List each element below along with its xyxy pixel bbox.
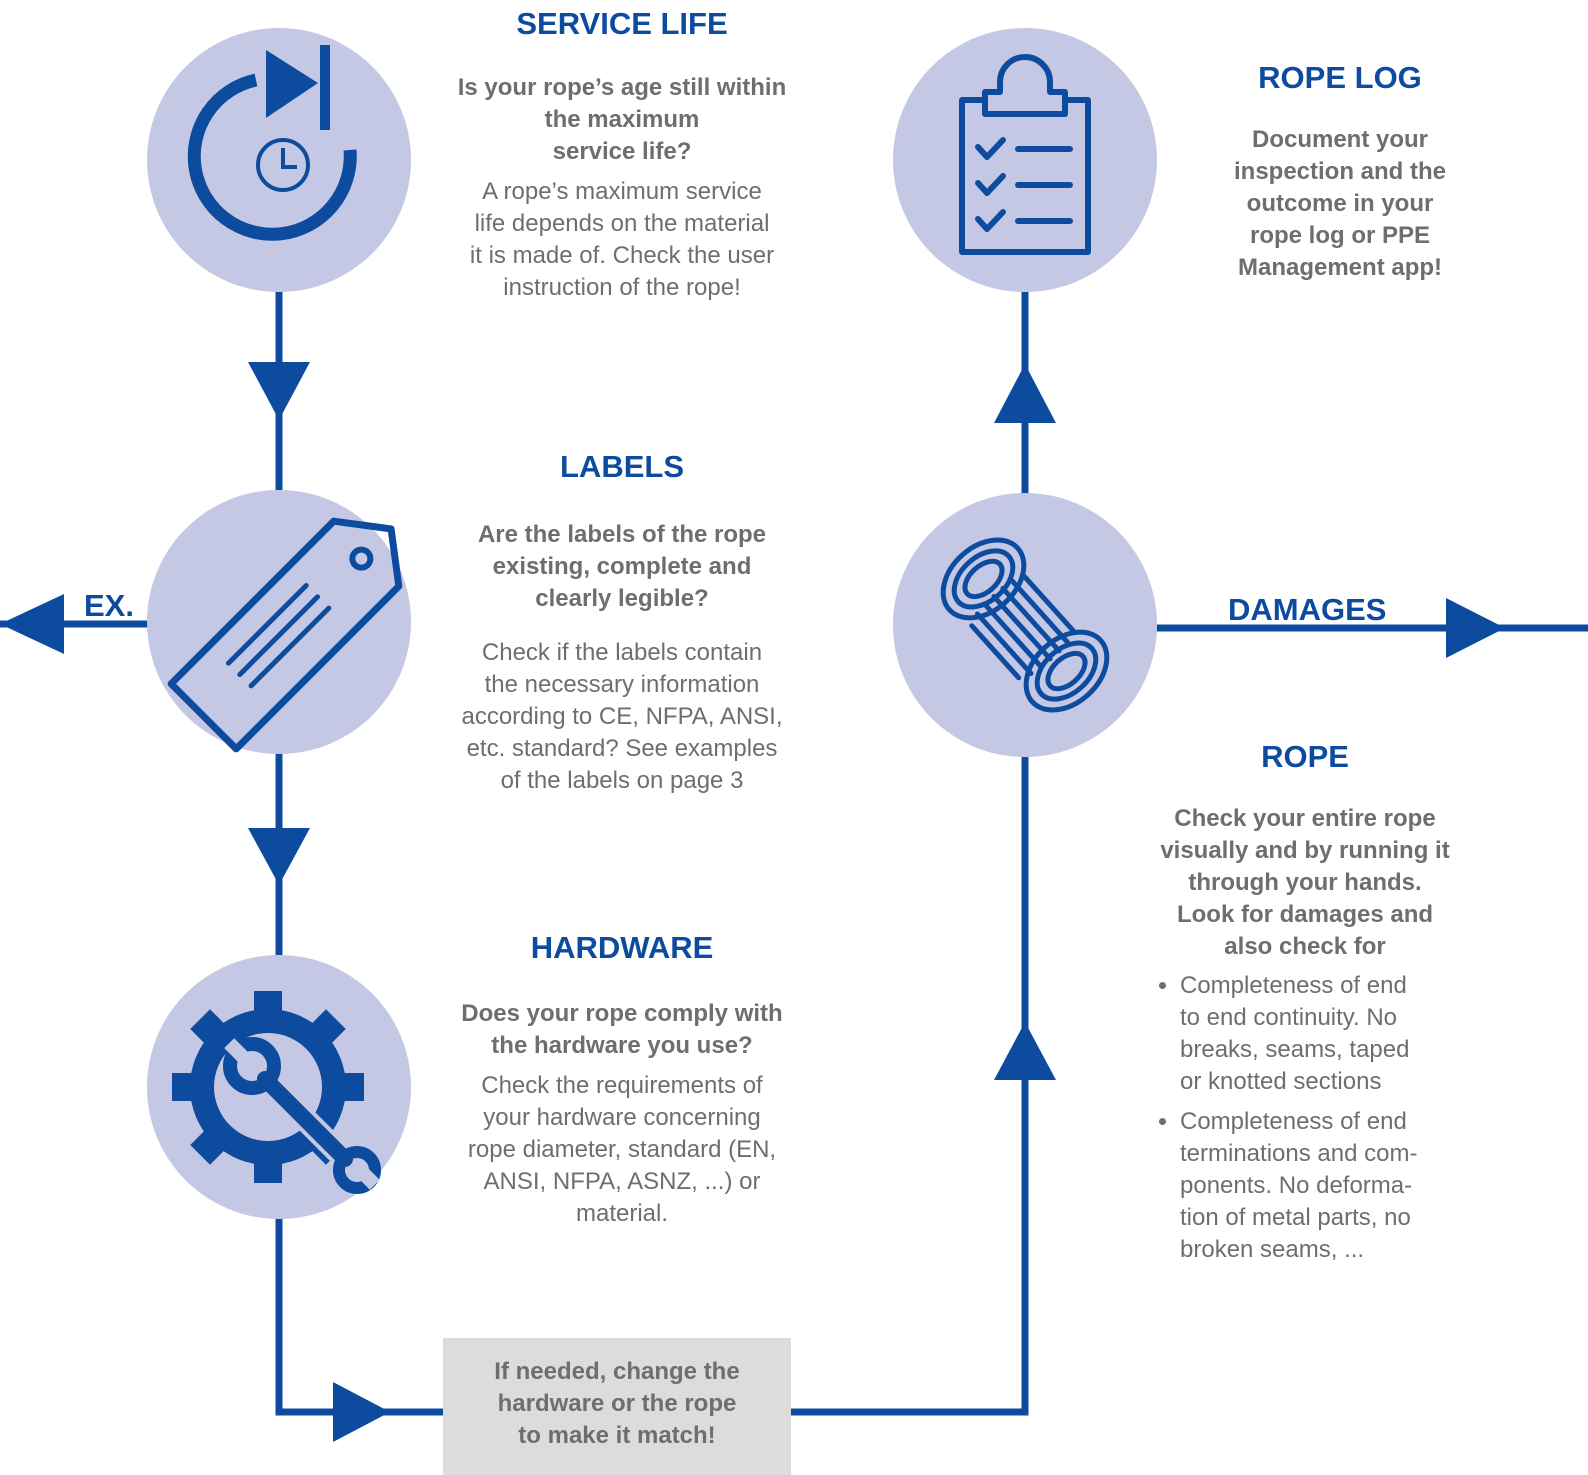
step-question: Does your rope comply with the hardware … — [420, 998, 824, 1062]
arrow-left-exit — [0, 594, 64, 654]
rope-checklist: Completeness of end to end continuity. N… — [1150, 970, 1520, 1266]
step-title: LABELS — [560, 449, 684, 484]
step-labels: LABELS Are the labels of the rope existi… — [420, 449, 824, 797]
question-line: outcome in your — [1246, 190, 1434, 217]
step-title: HARDWARE — [530, 930, 714, 965]
exit-label: EX. — [84, 588, 134, 623]
bullet-line: Completeness of end — [1180, 1108, 1407, 1135]
question-line: Look for damages and — [1176, 901, 1434, 928]
description-line: of the labels on page 3 — [500, 767, 744, 794]
clipboard-checklist-icon — [959, 54, 1091, 255]
description-line: it is made of. Check the user — [469, 242, 775, 269]
circle-service-life — [147, 28, 411, 292]
description-line: according to CE, NFPA, ANSI, — [461, 703, 783, 730]
description-line: Check if the labels contain — [481, 639, 763, 666]
step-question: Document your inspection and the outcome… — [1170, 124, 1510, 284]
bullet-line: Completeness of end — [1180, 972, 1407, 999]
line-hardware-to-note — [275, 1215, 443, 1416]
question-line: Does your rope comply with — [461, 1000, 783, 1027]
arrow-up-rope — [994, 1022, 1056, 1080]
question-line: clearly legible? — [535, 585, 709, 612]
checklist-item: Completeness of end to end continuity. N… — [1180, 970, 1520, 1098]
bullet-line: or knotted sections — [1180, 1068, 1382, 1095]
arrow-up-ropelog — [994, 364, 1056, 423]
question-line: Management app! — [1237, 254, 1443, 281]
tag-icon — [167, 517, 403, 753]
question-line: rope log or PPE — [1249, 222, 1431, 249]
arrow-right-note — [333, 1382, 390, 1442]
description-line: material. — [575, 1200, 669, 1227]
bullet-line: breaks, seams, taped — [1180, 1036, 1410, 1063]
question-line: Document your — [1251, 126, 1428, 153]
description-line: rope diameter, standard (EN, — [467, 1136, 777, 1163]
step-rope: ROPE Check your entire rope visually and… — [1135, 739, 1475, 963]
coiled-rope-icon — [940, 537, 1110, 713]
step-description: Check the requirements of your hardware … — [420, 1070, 824, 1230]
bullet-line: tion of metal parts, no — [1180, 1204, 1411, 1231]
question-line: also check for — [1224, 933, 1386, 960]
question-line: visually and by running it — [1160, 837, 1450, 864]
description-line: instruction of the rope! — [503, 274, 741, 301]
question-line: service life? — [552, 138, 692, 165]
line-note-to-rope — [791, 757, 1029, 1416]
question-line: Are the labels of the rope — [477, 521, 767, 548]
bullet-line: to end continuity. No — [1180, 1004, 1398, 1031]
question-line: through your hands. — [1188, 869, 1422, 896]
step-title: ROPE — [1261, 739, 1349, 774]
arrowheads — [0, 362, 1505, 1442]
arrow-right-damages — [1446, 598, 1505, 658]
step-description: Check if the labels contain the necessar… — [420, 637, 824, 797]
step-description: A rope’s maximum service life depends on… — [420, 176, 824, 304]
question-line: Check your entire rope — [1174, 805, 1436, 832]
question-line: Is your rope’s age still within — [457, 74, 787, 101]
damages-label: DAMAGES — [1228, 592, 1387, 627]
step-question: Check your entire rope visually and by r… — [1135, 803, 1475, 963]
description-line: life depends on the material — [474, 210, 770, 237]
circle-labels — [147, 490, 411, 754]
service-life-icon — [187, 45, 357, 241]
question-line: the maximum — [544, 106, 700, 133]
checklist-item: Completeness of end terminations and com… — [1180, 1106, 1520, 1266]
question-line: existing, complete and — [492, 553, 752, 580]
step-rope-log: ROPE LOG Document your inspection and th… — [1170, 60, 1510, 284]
step-hardware: HARDWARE Does your rope comply with the … — [420, 930, 824, 1230]
description-line: your hardware concerning — [483, 1104, 761, 1131]
step-service-life: SERVICE LIFE Is your rope’s age still wi… — [420, 6, 824, 304]
note-box: If needed, change the hardware or the ro… — [443, 1338, 791, 1475]
step-title: ROPE LOG — [1258, 60, 1422, 95]
bullet-line: terminations and com- — [1180, 1140, 1418, 1167]
note-line: to make it match! — [518, 1422, 716, 1449]
description-line: etc. standard? See examples — [466, 735, 778, 762]
bullet-line: ponents. No deforma- — [1180, 1172, 1413, 1199]
bullet-line: broken seams, ... — [1180, 1236, 1365, 1263]
step-question: Are the labels of the rope existing, com… — [420, 519, 824, 615]
note-line: hardware or the rope — [497, 1390, 737, 1417]
arrow-down-2 — [248, 828, 310, 885]
question-line: the hardware you use? — [491, 1032, 753, 1059]
arrow-down-1 — [248, 362, 310, 420]
circle-rope — [893, 493, 1157, 757]
description-line: ANSI, NFPA, ASNZ, ...) or — [483, 1168, 761, 1195]
step-title: SERVICE LIFE — [516, 6, 728, 41]
description-line: the necessary information — [484, 671, 760, 698]
note-line: If needed, change the — [494, 1358, 740, 1385]
step-question: Is your rope’s age still within the maxi… — [420, 72, 824, 168]
description-line: Check the requirements of — [481, 1072, 763, 1099]
gear-wrench-icon — [172, 991, 381, 1194]
question-line: inspection and the — [1233, 158, 1446, 185]
description-line: A rope’s maximum service — [482, 178, 762, 205]
